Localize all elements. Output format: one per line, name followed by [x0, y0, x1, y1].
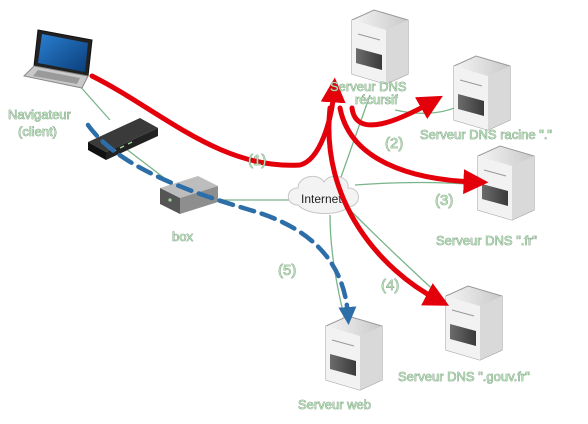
router-icon [88, 118, 158, 160]
dns-query-arrows [89, 73, 489, 306]
dns-recursive-label-line2: récursif [355, 92, 398, 107]
arrow-client-to-recursive [89, 73, 346, 168]
step-5-label: (5) [278, 262, 296, 279]
arrow-recursive-to-fr [337, 105, 489, 195]
dns-recursive-label-line1: Serveur DNS [330, 79, 407, 94]
internet-label: Internet [301, 192, 342, 206]
step-2-label: (2) [385, 135, 403, 152]
laptop-icon [22, 29, 93, 89]
web-request-arrow [85, 122, 357, 325]
box-icon [160, 176, 218, 214]
step-4-label: (4) [381, 277, 399, 294]
server-icon-recursive [351, 9, 409, 85]
client-label-line1: Navigateur [8, 107, 72, 122]
web-server-label: Serveur web [298, 397, 371, 412]
internet-cloud: Internet [287, 175, 359, 214]
step-3-label: (3) [435, 192, 453, 209]
link-internet-gouv [349, 209, 451, 306]
client-label-line2: (client) [18, 124, 57, 139]
server-icon-gouv [445, 285, 503, 361]
dns-root-label: Serveur DNS racine "." [420, 127, 552, 142]
box-label: box [172, 229, 193, 244]
arrow-recursive-to-root [349, 95, 443, 128]
step-1-label: (1) [248, 152, 266, 169]
server-icon-fr [477, 145, 535, 221]
dns-fr-label: Serveur DNS ".fr" [436, 233, 537, 248]
server-icon-web [325, 315, 383, 391]
server-icon-root [453, 55, 511, 131]
dns-gouv-label: Serveur DNS ".gouv.fr" [398, 369, 530, 384]
arrow-recursive-to-gouv [326, 105, 450, 306]
